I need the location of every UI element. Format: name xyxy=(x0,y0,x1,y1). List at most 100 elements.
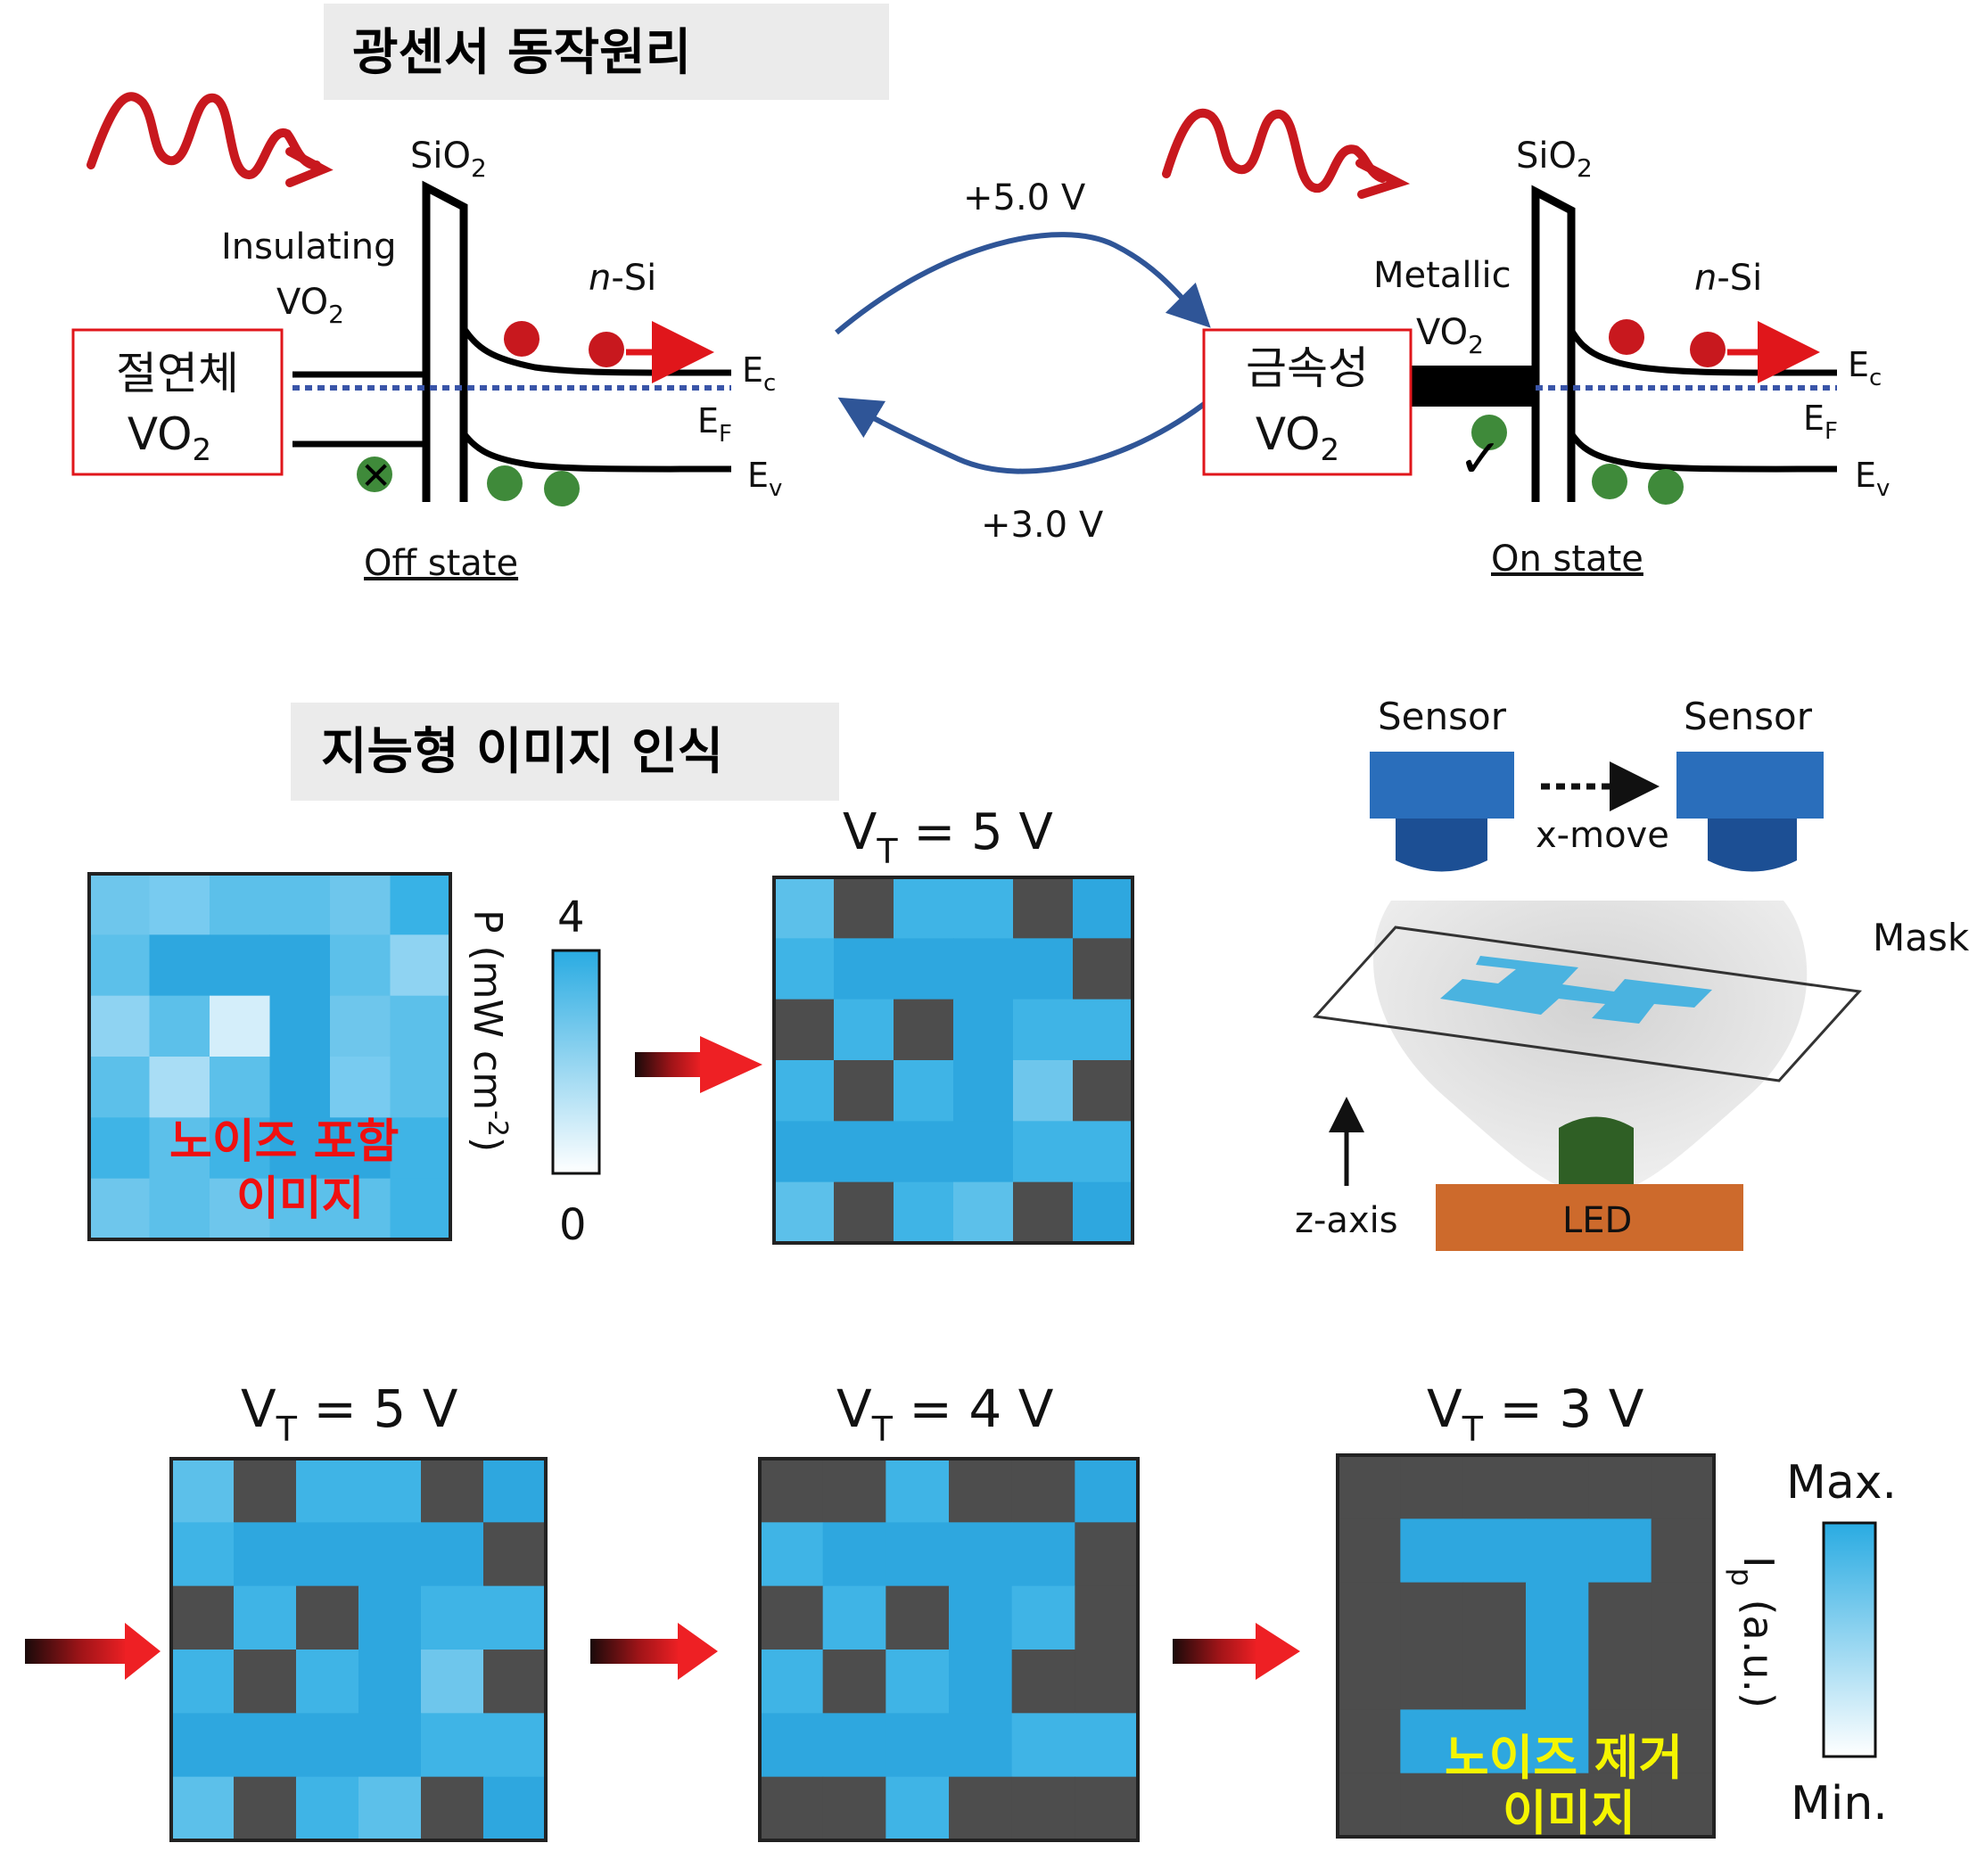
pixel-cell xyxy=(269,1057,331,1118)
switch-off-arrow xyxy=(837,390,1221,474)
led-emitter xyxy=(1559,1116,1634,1186)
pixel-cell xyxy=(234,1650,297,1714)
noisy-label-line2: 이미지 xyxy=(236,1172,365,1226)
pixel-cell xyxy=(774,877,835,939)
pixel-cell xyxy=(358,1459,422,1523)
pixel-cell xyxy=(1075,1650,1139,1714)
pixel-cell xyxy=(1651,1709,1715,1774)
pixel-cell xyxy=(1013,877,1074,939)
pixel-cell xyxy=(760,1650,824,1714)
current-colorbar: Max. Min. Ip (a.u.) xyxy=(1725,1456,1897,1831)
pixel-cell xyxy=(953,1060,1014,1122)
section-title: 광센서 동작원리 xyxy=(352,24,691,82)
switch-on-arrow xyxy=(835,232,1211,335)
pixel-cell xyxy=(949,1522,1013,1587)
pixel-cell xyxy=(1011,1522,1075,1587)
led-base xyxy=(1436,1184,1743,1251)
pixel-cell xyxy=(149,1057,210,1118)
colorbar-max: Max. xyxy=(1786,1456,1897,1510)
pixel-cell xyxy=(171,1522,235,1587)
colorbar-gradient xyxy=(551,949,601,1175)
pixel-cell xyxy=(1400,1518,1464,1584)
pixel-cell xyxy=(894,938,954,1000)
semiconductor-label: n-Si xyxy=(1694,258,1762,299)
pixel-cell xyxy=(1462,1455,1527,1519)
oxide-barrier xyxy=(1531,185,1576,502)
material-label-line1: Insulating xyxy=(221,226,397,267)
pixel-cell xyxy=(269,874,331,935)
pixel-cell xyxy=(760,1522,824,1587)
mask-label: Mask xyxy=(1873,916,1970,959)
pixel-cell xyxy=(774,938,835,1000)
pixel-cell xyxy=(171,1585,235,1650)
colorbar-axis-label: P (mW cm-2) xyxy=(465,909,513,1152)
section-threshold-sequence: VT = 5 V VT = 4 V VT = 3 V 노이즈 제거 이미지 Ma… xyxy=(25,1378,1897,1842)
process-arrow-head xyxy=(125,1623,161,1680)
pixel-cell xyxy=(390,1117,451,1180)
ef-label: EF xyxy=(697,401,732,448)
grid-frame xyxy=(1336,1453,1716,1839)
pixel-cell xyxy=(1011,1776,1075,1841)
title-box xyxy=(291,703,839,801)
z-axis-label: z-axis xyxy=(1295,1200,1398,1241)
pixel-cell xyxy=(822,1713,886,1778)
ef-label: EF xyxy=(1803,399,1838,445)
pixel-cell xyxy=(171,1776,235,1841)
pixel-cell xyxy=(358,1713,422,1778)
process-arrow-head xyxy=(678,1623,718,1680)
pixel-cell xyxy=(390,995,451,1057)
pixel-cell xyxy=(330,874,391,935)
pixel-cell xyxy=(822,1585,886,1650)
pixel-cell xyxy=(296,1650,359,1714)
pixel-cell xyxy=(296,1459,359,1523)
pixel-cell xyxy=(1400,1455,1464,1519)
pixel-cell xyxy=(421,1459,484,1523)
pixel-cell xyxy=(1651,1518,1715,1584)
hole-dot xyxy=(1648,469,1684,505)
hole-dot xyxy=(487,465,523,501)
noisy-input-grid xyxy=(89,874,451,1240)
electron-dot xyxy=(1609,319,1644,355)
pixel-cell xyxy=(269,1178,331,1240)
pixel-cell xyxy=(760,1776,824,1841)
pixel-cell xyxy=(1588,1582,1652,1647)
callout-box xyxy=(71,328,284,476)
pixel-cell xyxy=(949,1459,1013,1523)
pixel-cell xyxy=(886,1459,950,1523)
pixel-cell xyxy=(834,938,894,1000)
callout-line2: VO2 xyxy=(1256,408,1339,468)
colorbar-gradient xyxy=(1822,1521,1877,1758)
pixel-cell xyxy=(149,1117,210,1180)
pixel-cell xyxy=(894,877,954,939)
pixel-cell xyxy=(1073,938,1133,1000)
pixel-cell xyxy=(483,1776,547,1841)
pixel-cell xyxy=(1651,1582,1715,1647)
pixel-cell xyxy=(1526,1582,1589,1647)
oxide-barrier xyxy=(422,180,468,502)
callout-line1: 금속성 xyxy=(1246,342,1369,394)
pixel-cell xyxy=(822,1522,886,1587)
pixel-cell xyxy=(421,1650,484,1714)
pixel-cell xyxy=(1073,999,1133,1061)
pixel-cell xyxy=(171,1713,235,1778)
light-wave-icon xyxy=(1162,108,1387,193)
ev-label: Ev xyxy=(747,456,782,502)
pixel-cell xyxy=(1013,1060,1074,1122)
pixel-cell xyxy=(89,874,151,935)
pixel-cell xyxy=(1013,999,1074,1061)
grid-frame xyxy=(169,1457,548,1842)
callout-line2: VO2 xyxy=(128,408,211,468)
pixel-cell xyxy=(1400,1582,1464,1647)
pixel-cell xyxy=(390,1178,451,1240)
pixel-cell xyxy=(822,1459,886,1523)
pixel-cell xyxy=(296,1585,359,1650)
hole-dot xyxy=(357,457,392,492)
pixel-cell xyxy=(1011,1713,1075,1778)
pixel-cell xyxy=(834,1181,894,1244)
off-state-diagram: SiO2 Insulating VO2 ✕ n-Si Ec EF Ev xyxy=(71,92,782,584)
pixel-cell xyxy=(210,1057,271,1118)
process-arrow-head xyxy=(700,1036,762,1093)
vt5-title: VT = 5 V xyxy=(843,803,1053,871)
pixel-cell xyxy=(358,1585,422,1650)
pixel-cell xyxy=(390,934,451,997)
